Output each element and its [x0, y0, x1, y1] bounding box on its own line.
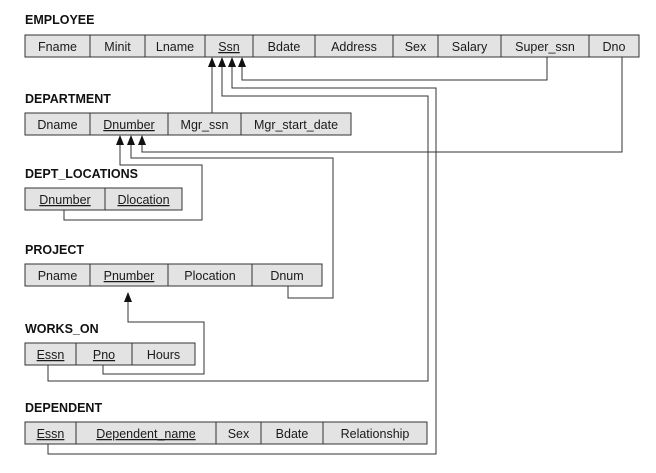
attribute-label: Bdate	[268, 40, 301, 54]
attribute-cell	[104, 187, 183, 211]
key-attribute-label: Dnumber	[39, 193, 90, 207]
attribute-label: Lname	[156, 40, 194, 54]
key-attribute-label: Dnumber	[103, 118, 154, 132]
arrowhead-pnumber	[124, 292, 132, 302]
relation-title: DEPENDENT	[25, 401, 102, 415]
relation-dependent: DEPENDENT Essn Dependent_name Sex Bdate …	[24, 401, 428, 445]
relation-title: DEPT_LOCATIONS	[25, 167, 138, 181]
relation-employee: EMPLOYEE Fname Minit Lname Ssn Bdate Add…	[24, 13, 640, 58]
attribute-label: Dnum	[270, 269, 303, 283]
attribute-cell	[131, 342, 196, 366]
arrowhead-dnumber-1	[116, 135, 124, 145]
attribute-label: Fname	[38, 40, 77, 54]
relation-department: DEPARTMENT Dname Dnumber Mgr_ssn Mgr_sta…	[24, 92, 352, 136]
attribute-label: Dname	[37, 118, 77, 132]
attribute-label: Sex	[405, 40, 427, 54]
link-dno-to-dnumber	[141, 57, 623, 153]
key-attribute-label: Essn	[37, 348, 65, 362]
link-dnum-to-dnumber	[130, 144, 334, 299]
key-attribute-label: Dependent_name	[96, 427, 195, 441]
attribute-cell	[251, 263, 323, 287]
arrowhead-ssn-1	[208, 57, 216, 67]
relation-title: DEPARTMENT	[25, 92, 111, 106]
attribute-label: Relationship	[341, 427, 410, 441]
link-super-ssn-to-ssn	[241, 57, 548, 81]
attribute-label: Mgr_start_date	[254, 118, 338, 132]
relation-title: EMPLOYEE	[25, 13, 94, 27]
attribute-label: Hours	[147, 348, 180, 362]
attribute-label: Plocation	[184, 269, 235, 283]
attribute-label: Pname	[38, 269, 78, 283]
link-dependent-essn-to-ssn	[47, 66, 437, 455]
key-attribute-label: Essn	[37, 427, 65, 441]
relation-project: PROJECT Pname Pnumber Plocation Dnum	[24, 243, 323, 287]
arrowhead-ssn-2	[218, 57, 226, 67]
arrowhead-ssn-3	[228, 57, 236, 67]
link-workson-essn-to-ssn	[47, 66, 429, 382]
attribute-label: Minit	[104, 40, 131, 54]
arrowhead-dnumber-3	[138, 135, 146, 145]
attribute-cell	[240, 112, 352, 136]
attribute-label: Address	[331, 40, 377, 54]
arrowhead-dnumber-2	[127, 135, 135, 145]
relation-dept-locations: DEPT_LOCATIONS Dnumber Dlocation	[24, 167, 183, 211]
attribute-label: Sex	[228, 427, 250, 441]
key-attribute-label: Ssn	[218, 40, 240, 54]
attribute-cell	[588, 34, 640, 58]
key-attribute-label: Pno	[93, 348, 115, 362]
attribute-label: Salary	[452, 40, 488, 54]
reference-links	[47, 57, 623, 455]
attribute-label: Super_ssn	[515, 40, 575, 54]
relation-title: WORKS_ON	[25, 322, 99, 336]
relation-title: PROJECT	[25, 243, 84, 257]
arrowhead-ssn-4	[238, 57, 246, 67]
attribute-label: Mgr_ssn	[181, 118, 229, 132]
link-pno-to-pnumber	[102, 301, 205, 375]
link-deptloc-dnumber-to-dnumber	[63, 144, 203, 221]
key-attribute-label: Dlocation	[117, 193, 169, 207]
arrowheads	[116, 57, 246, 302]
attribute-label: Dno	[603, 40, 626, 54]
key-attribute-label: Pnumber	[104, 269, 155, 283]
attribute-cell	[322, 421, 428, 445]
relation-works-on: WORKS_ON Essn Pno Hours	[24, 322, 196, 366]
attribute-label: Bdate	[276, 427, 309, 441]
